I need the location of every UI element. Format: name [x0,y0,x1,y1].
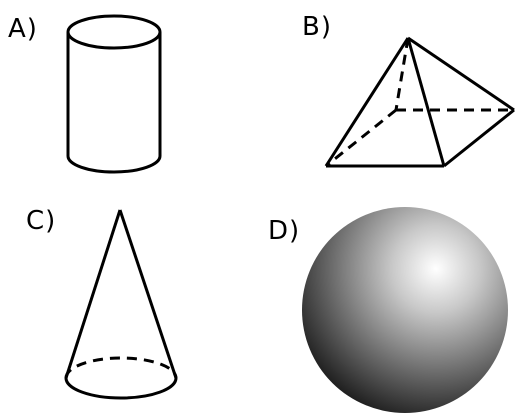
pyramid-edge-right [407,36,515,112]
label-d: D) [268,216,301,246]
cone-left-side [64,209,122,379]
cone-base-back-arc [64,356,178,379]
pyramid-base-right [443,108,515,168]
cylinder-bottom-arc [66,155,162,174]
label-c: C) [26,206,57,236]
pyramid-hidden-edge-back [394,37,410,111]
sphere-shape [302,207,508,413]
pyramid-shape [324,36,515,168]
pyramid-edge-front [406,37,446,167]
pyramid-edge-left [324,37,410,167]
cylinder-top [66,14,162,50]
cone-base-front-arc [64,377,178,400]
sphere-body [302,207,508,413]
cone-right-side [118,209,178,379]
label-a: A) [8,14,38,44]
pyramid-hidden-base-left [325,108,397,168]
cone-shape [64,209,178,400]
label-b: B) [302,12,332,42]
cylinder-shape [66,14,162,174]
